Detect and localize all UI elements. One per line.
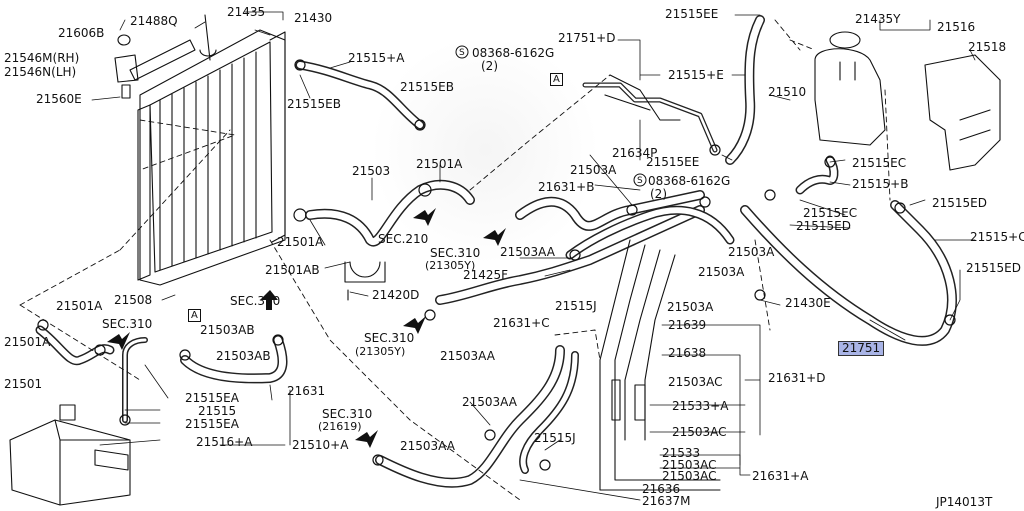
part-21515EE-2: 21515EE xyxy=(646,155,700,169)
part-21508: 21508 xyxy=(114,293,153,307)
part-21503A-4: 21503A xyxy=(667,300,714,314)
part-21503AA-3: 21503AA xyxy=(462,395,517,409)
part-21515J-1: 21515J xyxy=(555,299,597,313)
part-21636: 21636 xyxy=(642,482,681,496)
part-21634P: 21634P xyxy=(612,146,658,160)
part-21503AC-3: 21503AC xyxy=(662,458,717,472)
part-21637M: 21637M xyxy=(642,494,691,508)
radiator xyxy=(137,29,286,286)
part-21515J-2: 21515J xyxy=(534,431,576,445)
part-21503AC-2: 21503AC xyxy=(672,425,727,439)
part-21501A-mid: 21501A xyxy=(277,235,324,249)
svg-text:S: S xyxy=(459,48,465,58)
part-21631: 21631 xyxy=(287,384,326,398)
part-21515EE-1: 21515EE xyxy=(665,7,719,21)
part-21503AB-2: 21503AB xyxy=(216,349,271,363)
part-21515EC-1: 21515EC xyxy=(852,156,907,170)
part-21503AA-4: 21503AA xyxy=(400,439,455,453)
part-21751D: 21751+D xyxy=(558,31,616,45)
part-21501A-left-1: 21501A xyxy=(56,299,103,313)
mount-bracket xyxy=(114,34,139,99)
bolt-08368-6162G-2: 08368-6162G xyxy=(648,174,731,188)
part-21503A-3: 21503A xyxy=(698,265,745,279)
part-21560E: 21560E xyxy=(36,92,82,106)
part-21430E: 21430E xyxy=(785,296,831,310)
part-21503AC-1: 21503AC xyxy=(668,375,723,389)
part-21501A-top: 21501A xyxy=(416,157,463,171)
part-21503AA-2: 21503AA xyxy=(440,349,495,363)
part-21501AB: 21501AB xyxy=(265,263,320,277)
part-21516A: 21516+A xyxy=(196,435,253,449)
ref-sec310-c: SEC.310 xyxy=(102,317,153,331)
reference-box-a-2: A xyxy=(188,309,201,322)
ref-sec310-a: SEC.310 xyxy=(430,246,481,260)
part-21501A-left-2: 21501A xyxy=(4,335,51,349)
reserve-tank xyxy=(814,31,886,146)
part-21420D: 21420D xyxy=(372,288,420,302)
part-21510: 21510 xyxy=(768,85,807,99)
part-21515EA-2: 21515EA xyxy=(185,417,239,431)
part-21515EC-2: 21515EC xyxy=(803,206,858,220)
part-21515ED-3: 21515ED xyxy=(966,261,1021,275)
part-21435Y: 21435Y xyxy=(855,12,901,26)
part-21503AA-1: 21503AA xyxy=(500,245,555,259)
part-21430: 21430 xyxy=(294,11,333,25)
bolt-qty-1: (2) xyxy=(481,59,498,73)
part-21503A-2: 21503A xyxy=(728,245,775,259)
part-21503AC-4: 21503AC xyxy=(662,469,717,483)
part-21631D: 21631+D xyxy=(768,371,826,385)
part-21518: 21518 xyxy=(968,40,1007,54)
part-21631B: 21631+B xyxy=(538,180,595,194)
part-21425F: 21425F xyxy=(463,268,509,282)
part-21533: 21533 xyxy=(662,446,701,460)
ref-sec310-a-sub: (21305Y) xyxy=(425,259,476,272)
ref-sec310-d: SEC.310 xyxy=(230,294,281,308)
part-21501: 21501 xyxy=(4,377,43,391)
svg-text:S: S xyxy=(637,176,643,186)
part-21435: 21435 xyxy=(227,5,266,19)
part-21515ED-1: 21515ED xyxy=(796,219,851,233)
ref-sec310-b: SEC.310 xyxy=(364,331,415,345)
part-21503AB-1: 21503AB xyxy=(200,323,255,337)
diagram-id: JP14013T xyxy=(936,495,993,509)
part-21516: 21516 xyxy=(937,20,976,34)
part-21515EB-2: 21515EB xyxy=(400,80,454,94)
ref-sec310-b-sub: (21305Y) xyxy=(355,345,406,358)
ref-sec310-e: SEC.310 xyxy=(322,407,373,421)
part-21515EA-1: 21515EA xyxy=(185,391,239,405)
part-21606B: 21606B xyxy=(58,26,105,40)
part-21515ED-2: 21515ED xyxy=(932,196,987,210)
seal-strip xyxy=(129,39,196,81)
bolt-08368-6162G-1: 08368-6162G xyxy=(472,46,555,60)
part-21515A: 21515+A xyxy=(348,51,405,65)
part-21503A-1: 21503A xyxy=(570,163,617,177)
part-21533A: 21533+A xyxy=(672,399,729,413)
part-21639: 21639 xyxy=(668,318,707,332)
part-21503: 21503 xyxy=(352,164,391,178)
reservoir-tank xyxy=(9,404,131,506)
part-21515E: 21515+E xyxy=(668,68,724,82)
part-21751-highlighted[interactable]: 21751 xyxy=(838,341,885,356)
part-21488Q: 21488Q xyxy=(130,14,178,28)
bolt-qty-2: (2) xyxy=(650,187,667,201)
part-21515: 21515 xyxy=(198,404,237,418)
cap-21435 xyxy=(199,14,217,61)
part-21638: 21638 xyxy=(668,346,707,360)
ref-sec210: SEC.210 xyxy=(378,232,429,246)
reference-box-a-1: A xyxy=(550,73,563,86)
part-21631C: 21631+C xyxy=(493,316,550,330)
part-21546M-RH: 21546M(RH) xyxy=(4,51,80,65)
part-21515C: 21515+C xyxy=(970,230,1024,244)
part-21515B: 21515+B xyxy=(852,177,909,191)
ref-sec310-e-sub: (21619) xyxy=(318,420,362,433)
part-21515EB-1: 21515EB xyxy=(287,97,341,111)
part-21510A: 21510+A xyxy=(292,438,349,452)
watermark xyxy=(375,30,595,270)
part-21631A: 21631+A xyxy=(752,469,809,483)
part-21546N-LH: 21546N(LH) xyxy=(4,65,77,79)
